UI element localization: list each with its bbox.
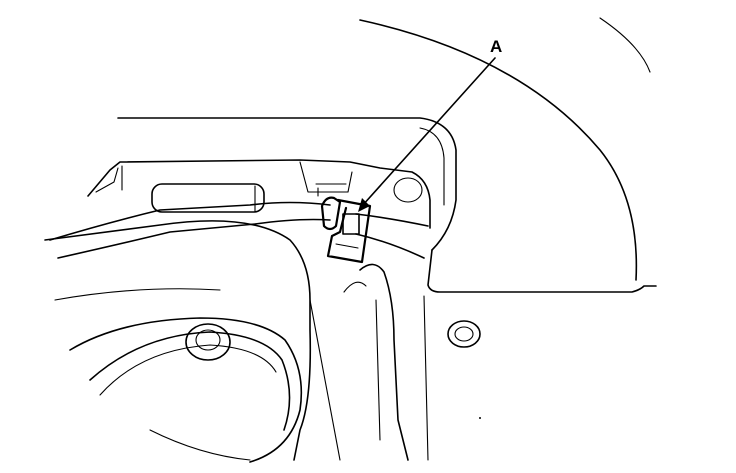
fender-arc <box>359 17 651 281</box>
callout-leader <box>358 57 496 212</box>
wire-sleeve <box>151 183 265 213</box>
clip-slot <box>342 213 360 235</box>
bracket-recess <box>87 159 431 229</box>
speck <box>479 417 481 419</box>
lower-housing <box>44 220 312 463</box>
grommet <box>447 320 481 348</box>
callout-label-a: A <box>490 37 503 56</box>
right-panel <box>309 263 429 461</box>
bolt-head <box>185 323 231 361</box>
wire-harness <box>49 183 429 259</box>
body-panel <box>117 117 657 293</box>
